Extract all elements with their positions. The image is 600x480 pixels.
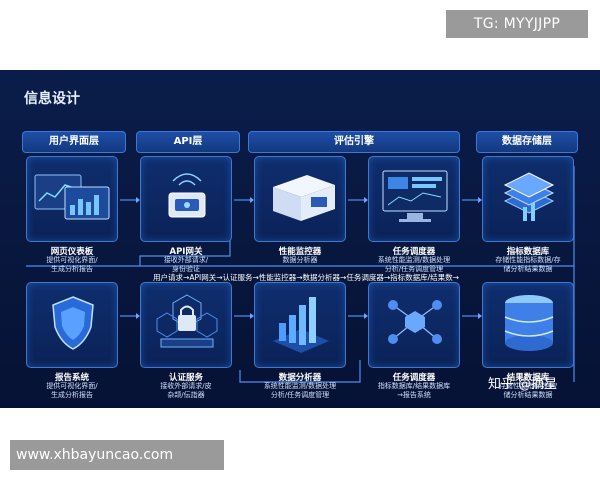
- card-report-system: [26, 282, 118, 368]
- source-watermark: 知乎 @摘星: [488, 377, 558, 392]
- flow-sequence: 用户请求→API网关→认证服务→性能监控器→数据分析器→任务调度器→指标数据库/…: [153, 273, 459, 282]
- top-title-1: 网页仪表板: [50, 247, 94, 257]
- top-desc-5: 存储性能指标数据/存 储分析结果数据: [495, 256, 561, 273]
- header-ui-layer: 用户界面层: [22, 131, 126, 153]
- card-web-dashboard: [26, 156, 118, 242]
- bottom-desc-3: 系统性能监测/数据处理 分析/任务调度管理: [263, 382, 337, 399]
- watermark-bottom: www.xhbayuncao.com: [10, 440, 224, 470]
- shield-icon: [52, 296, 94, 350]
- watermark-top: TG: MYYJJPP: [446, 10, 588, 38]
- server-icon: [273, 175, 335, 221]
- card-task-scheduler-top: [368, 156, 460, 242]
- connector-lines: [26, 166, 575, 383]
- top-title-4: 任务调度器: [392, 247, 436, 257]
- bar-chart-icon: [273, 297, 329, 353]
- card-data-analyzer: [254, 282, 346, 368]
- card-metrics-db: [482, 156, 574, 242]
- diagram-title: 信息设计: [24, 91, 80, 107]
- header-eval-engine: 评估引擎: [248, 131, 460, 153]
- dashboard-icon: [34, 174, 110, 220]
- top-title-3: 性能监控器: [278, 247, 322, 257]
- database-icon: [504, 295, 554, 351]
- router-icon: [168, 173, 206, 218]
- bottom-desc-4: 指标数据库/结果数据库 →报告系统: [377, 382, 451, 399]
- card-results-db: [482, 282, 574, 368]
- bottom-title-4: 任务调度器: [392, 373, 436, 383]
- card-api-gateway: [140, 156, 232, 242]
- monitor-icon: [382, 170, 448, 222]
- top-title-5: 指标数据库: [506, 247, 550, 257]
- header-storage-layer: 数据存储层: [476, 131, 578, 153]
- bottom-title-2: 认证服务: [168, 373, 203, 383]
- card-auth-service: [140, 282, 232, 368]
- top-title-2: API网关: [169, 247, 203, 257]
- lock-icon: [156, 294, 218, 348]
- database-stack-icon: [503, 172, 555, 221]
- bottom-desc-5: 存储性能指标数据/ 储分析结果数据: [498, 382, 558, 399]
- bottom-title-1: 报告系统: [54, 373, 89, 383]
- bottom-title-3: 数据分析器: [278, 373, 322, 383]
- architecture-diagram: 信息设计 用户界面层 API层 评估引擎 数据存储层: [0, 70, 600, 408]
- top-desc-2: 接收外部请求/ 身份验证: [163, 256, 209, 273]
- top-desc-4: 系统性能监测/数据处理 分析/任务调度管理: [377, 256, 451, 273]
- bottom-title-5: 结果数据库: [506, 373, 550, 383]
- header-api-layer: API层: [136, 131, 240, 153]
- bottom-desc-2: 接收外部请求/皮 杂颉/伝詣器: [160, 382, 212, 399]
- card-performance-monitor: [254, 156, 346, 242]
- top-desc-3: 数据分析器: [282, 256, 318, 264]
- bottom-desc-1: 提供可视化界面/ 生成分析报告: [46, 382, 98, 399]
- top-desc-1: 提供可视化界面/ 生成分析报告: [46, 256, 98, 273]
- card-task-scheduler-bottom: [368, 282, 460, 368]
- network-icon: [388, 300, 442, 344]
